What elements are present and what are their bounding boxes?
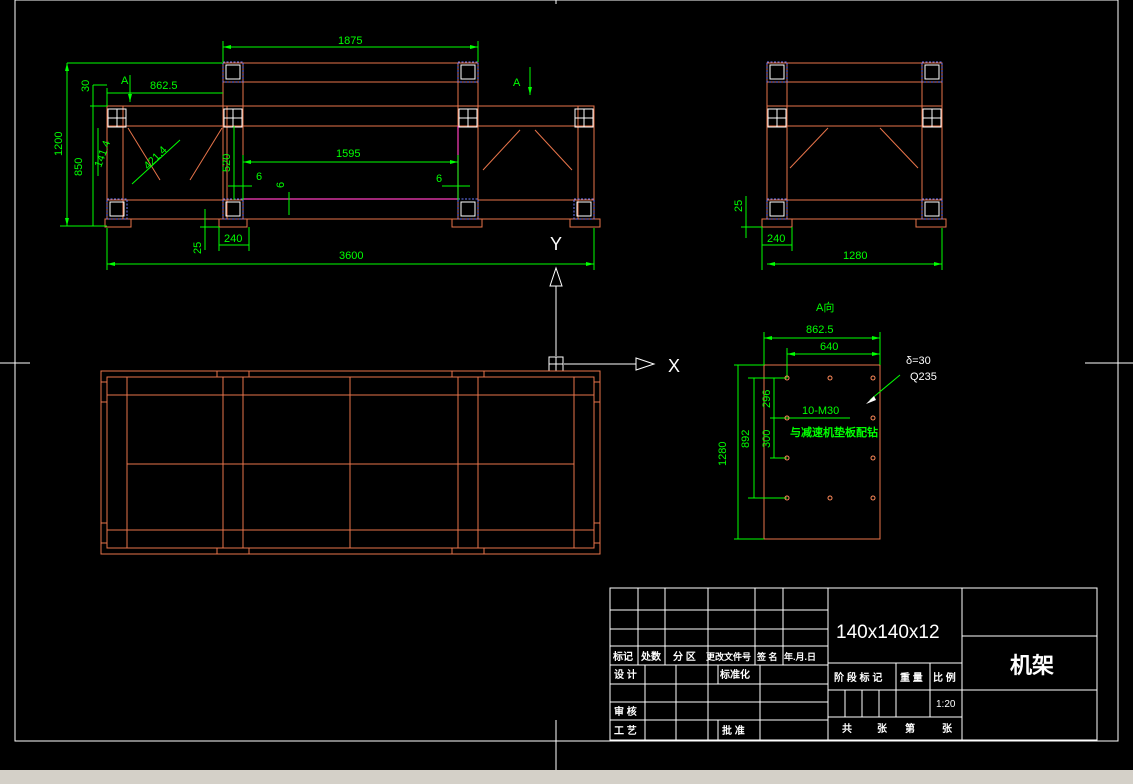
plate-material: Q235: [910, 371, 937, 383]
plate-dim-296: 296: [761, 390, 773, 408]
tb-label-approve: 批 准: [722, 724, 745, 737]
tb-label-weight: 重 量: [900, 671, 923, 684]
tb-scale-value: 1:20: [936, 699, 956, 710]
tb-label-doc: 更改文件号: [706, 651, 751, 662]
dim-850: 850: [73, 158, 85, 176]
tb-label-standard: 标准化: [719, 668, 750, 681]
plate-dim-1280: 1280: [717, 442, 729, 466]
front-dimension-lines: [60, 41, 595, 270]
front-view: 1875 A 862.5 A 30 1200 850 141.4 421.4 5…: [53, 35, 601, 270]
tb-drawing-name: 机架: [1010, 653, 1054, 679]
tb-label-total: 共: [842, 722, 852, 735]
plate-dim-892: 892: [740, 430, 752, 448]
title-block: [609, 587, 1098, 741]
tb-material-spec: 140x140x12: [836, 622, 940, 643]
side-view: 25 240 1280: [733, 61, 947, 270]
front-dimension-arrows: [65, 45, 594, 266]
side-tube-solid: [767, 64, 942, 217]
tube-section-caps: [106, 61, 595, 220]
dim-6-left: 6: [256, 171, 262, 183]
front-view-members: [104, 62, 601, 228]
section-a-right: A: [513, 77, 521, 89]
dim-1200: 1200: [53, 132, 65, 156]
tb-label-sheet-unit2: 张: [942, 722, 953, 735]
tb-label-zone: 分 区: [673, 650, 696, 663]
ucs-icon: [548, 266, 656, 372]
tb-label-design: 设 计: [614, 668, 637, 681]
plan-view: [100, 370, 601, 555]
side-tube-caps: [766, 61, 943, 220]
side-dim-1280: 1280: [843, 250, 867, 262]
section-a-left: A: [121, 75, 129, 87]
ucs-x-label: X: [668, 356, 680, 376]
dim-1875: 1875: [338, 35, 362, 47]
tb-label-review: 审 核: [614, 705, 637, 718]
tb-label-stage: 阶 段 标 记: [834, 671, 882, 684]
tb-label-process: 工 艺: [614, 724, 637, 737]
tb-label-scale: 比 例: [933, 671, 956, 684]
bolt-holes: [784, 375, 876, 501]
tb-label-date: 年.月.日: [784, 651, 816, 662]
drilling-note: 与减速机垫板配钻: [790, 425, 878, 439]
dim-3600: 3600: [339, 250, 363, 262]
dim-421-4: 421.4: [142, 144, 170, 172]
a-view-plate: A向 862.5 640 1280 892 296 300 10-M30 与减速…: [717, 300, 937, 540]
tb-label-qty: 处数: [640, 650, 662, 663]
plate-dim-300: 300: [761, 430, 773, 448]
tb-label-sheet-no: 第: [905, 722, 915, 735]
status-bar: [0, 770, 1133, 784]
plate-dim-862-5: 862.5: [806, 324, 834, 336]
side-dim-25: 25: [733, 200, 745, 212]
dim-6-right: 6: [436, 173, 442, 185]
dim-1595: 1595: [336, 148, 360, 160]
ucs-y-label: Y: [550, 234, 562, 254]
plate-thickness: δ=30: [906, 355, 931, 367]
side-dimension-lines: [741, 196, 943, 270]
plate-dimension-lines: [734, 332, 901, 540]
plate-view-title: A向: [816, 300, 834, 314]
thickness-leader-arrow: [866, 396, 876, 404]
plate-dimension-arrows: [764, 336, 880, 356]
tb-label-sheet-unit: 张: [877, 722, 888, 735]
dim-862-5: 862.5: [150, 80, 178, 92]
bolt-note: 10-M30: [802, 405, 839, 417]
tb-label-mark: 标记: [612, 650, 633, 663]
dim-6-mid: 6: [275, 182, 287, 188]
dim-141-4: 141.4: [93, 139, 114, 169]
dim-240: 240: [224, 233, 242, 245]
side-dimension-arrows: [767, 262, 942, 266]
tube-section-solid: [107, 64, 594, 217]
dim-520: 520: [221, 154, 233, 172]
tb-label-sign: 签 名: [756, 651, 778, 662]
side-dim-240: 240: [767, 233, 785, 245]
dim-25: 25: [192, 242, 204, 254]
side-view-members: [761, 62, 947, 228]
plate-dim-640: 640: [820, 341, 838, 353]
dim-30: 30: [80, 80, 92, 92]
title-block-labels: 标记 处数 分 区 更改文件号 签 名 年.月.日 设 计 标准化 审 核 工 …: [612, 650, 956, 737]
